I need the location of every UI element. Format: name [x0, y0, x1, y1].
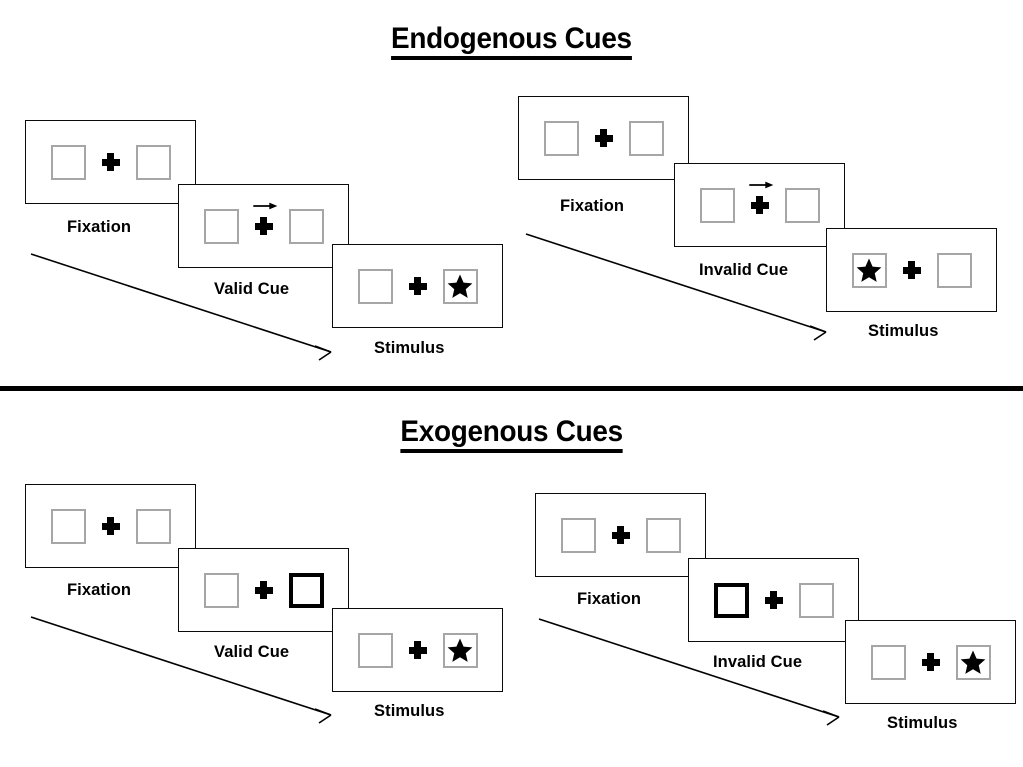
placeholder-box-left: [851, 252, 887, 288]
caption-invalid-cue: Invalid Cue: [713, 653, 803, 671]
placeholder-box-right: [784, 187, 820, 223]
fixation-cross-wrap: [393, 639, 443, 661]
fixation-cross-wrap: [86, 515, 136, 537]
placeholder-box-left: [699, 187, 735, 223]
caption-stimulus: Stimulus: [887, 714, 958, 732]
section-divider: [0, 386, 1023, 391]
fixation-cross-wrap: [86, 151, 136, 173]
fixation-cross-wrap: [887, 259, 937, 281]
caption-stimulus: Stimulus: [374, 702, 445, 720]
trial-panel-valid-cue[interactable]: [178, 184, 349, 268]
placeholder-box-left: [203, 572, 239, 608]
caption-stimulus: Stimulus: [374, 339, 445, 357]
section-title-endogenous-text: Endogenous Cues: [391, 24, 632, 60]
placeholder-box-left: [543, 120, 579, 156]
placeholder-box-left: [870, 644, 906, 680]
caption-valid-cue: Valid Cue: [214, 280, 290, 298]
trial-panel-valid-cue[interactable]: [178, 548, 349, 632]
plus-cross-icon: [253, 215, 275, 237]
placeholder-box-left: [203, 208, 239, 244]
placeholder-box-right: [936, 252, 972, 288]
cued-box-left: [713, 582, 749, 618]
trial-panel-inner: [26, 485, 195, 567]
trial-panel-fixation[interactable]: [518, 96, 689, 180]
sequence-exogenous-valid: Fixation Valid Cue Stimulus: [25, 484, 503, 724]
section-title-exogenous: Exogenous Cues: [0, 417, 1023, 453]
trial-panel-inner: [333, 609, 502, 691]
plus-cross-icon: [610, 524, 632, 546]
caption-fixation: Fixation: [67, 581, 132, 599]
caption-fixation: Fixation: [67, 218, 132, 236]
caption-invalid-cue: Invalid Cue: [699, 261, 789, 279]
caption-fixation: Fixation: [560, 197, 625, 215]
section-title-exogenous-text: Exogenous Cues: [400, 417, 623, 453]
placeholder-box-right: [442, 632, 478, 668]
fixation-cross-wrap: [579, 127, 629, 149]
placeholder-box-right: [442, 268, 478, 304]
placeholder-box-right: [135, 144, 171, 180]
placeholder-box-right: [798, 582, 834, 618]
trial-panel-invalid-cue[interactable]: [688, 558, 859, 642]
placeholder-box-right: [645, 517, 681, 553]
star-icon: [960, 650, 986, 674]
trial-panel-stimulus[interactable]: [826, 228, 997, 312]
cued-box-right: [288, 572, 324, 608]
trial-panel-fixation[interactable]: [25, 120, 196, 204]
caption-valid-cue: Valid Cue: [214, 643, 290, 661]
trial-panel-stimulus[interactable]: [332, 608, 503, 692]
plus-cross-icon: [901, 259, 923, 281]
time-arrow-icon: [30, 253, 332, 361]
time-arrow-icon: [538, 618, 840, 726]
star-icon: [447, 274, 473, 298]
trial-panel-invalid-cue[interactable]: [674, 163, 845, 247]
time-arrow-icon: [525, 233, 827, 341]
placeholder-box-right: [135, 508, 171, 544]
plus-cross-icon: [100, 515, 122, 537]
plus-cross-icon: [749, 194, 771, 216]
placeholder-box-left: [357, 268, 393, 304]
trial-panel-inner: [333, 245, 502, 327]
fixation-cross-wrap: [906, 651, 956, 673]
fixation-cross-wrap: [749, 589, 799, 611]
star-icon: [447, 638, 473, 662]
plus-cross-icon: [253, 579, 275, 601]
caption-stimulus: Stimulus: [868, 322, 939, 340]
plus-cross-icon: [407, 639, 429, 661]
trial-panel-inner: [26, 121, 195, 203]
placeholder-box-left: [50, 508, 86, 544]
trial-panel-inner: [179, 549, 348, 631]
trial-panel-fixation[interactable]: [25, 484, 196, 568]
trial-panel-stimulus[interactable]: [845, 620, 1016, 704]
fixation-cross-wrap: [239, 579, 289, 601]
caption-fixation: Fixation: [577, 590, 642, 608]
placeholder-box-left: [357, 632, 393, 668]
placeholder-box-left: [560, 517, 596, 553]
trial-panel-inner: [689, 559, 858, 641]
trial-panel-fixation[interactable]: [535, 493, 706, 577]
trial-panel-inner: [519, 97, 688, 179]
placeholder-box-right: [288, 208, 324, 244]
plus-cross-icon: [920, 651, 942, 673]
section-title-endogenous: Endogenous Cues: [0, 24, 1023, 60]
trial-panel-stimulus[interactable]: [332, 244, 503, 328]
plus-cross-icon: [593, 127, 615, 149]
plus-cross-icon: [407, 275, 429, 297]
trial-panel-inner: [536, 494, 705, 576]
trial-panel-inner: [846, 621, 1015, 703]
fixation-cross-wrap: [596, 524, 646, 546]
placeholder-box-left: [50, 144, 86, 180]
fixation-cross-wrap: [393, 275, 443, 297]
placeholder-box-right: [955, 644, 991, 680]
placeholder-box-right: [628, 120, 664, 156]
sequence-endogenous-invalid: Fixation Invalid Cue: [0, 0, 1023, 380]
plus-cross-icon: [763, 589, 785, 611]
plus-cross-icon: [100, 151, 122, 173]
time-arrow-icon: [30, 616, 332, 724]
trial-panel-inner: [179, 185, 348, 267]
star-icon: [856, 258, 882, 282]
sequence-endogenous-valid: Fixation Valid Cue: [0, 0, 520, 380]
trial-panel-inner: [827, 229, 996, 311]
